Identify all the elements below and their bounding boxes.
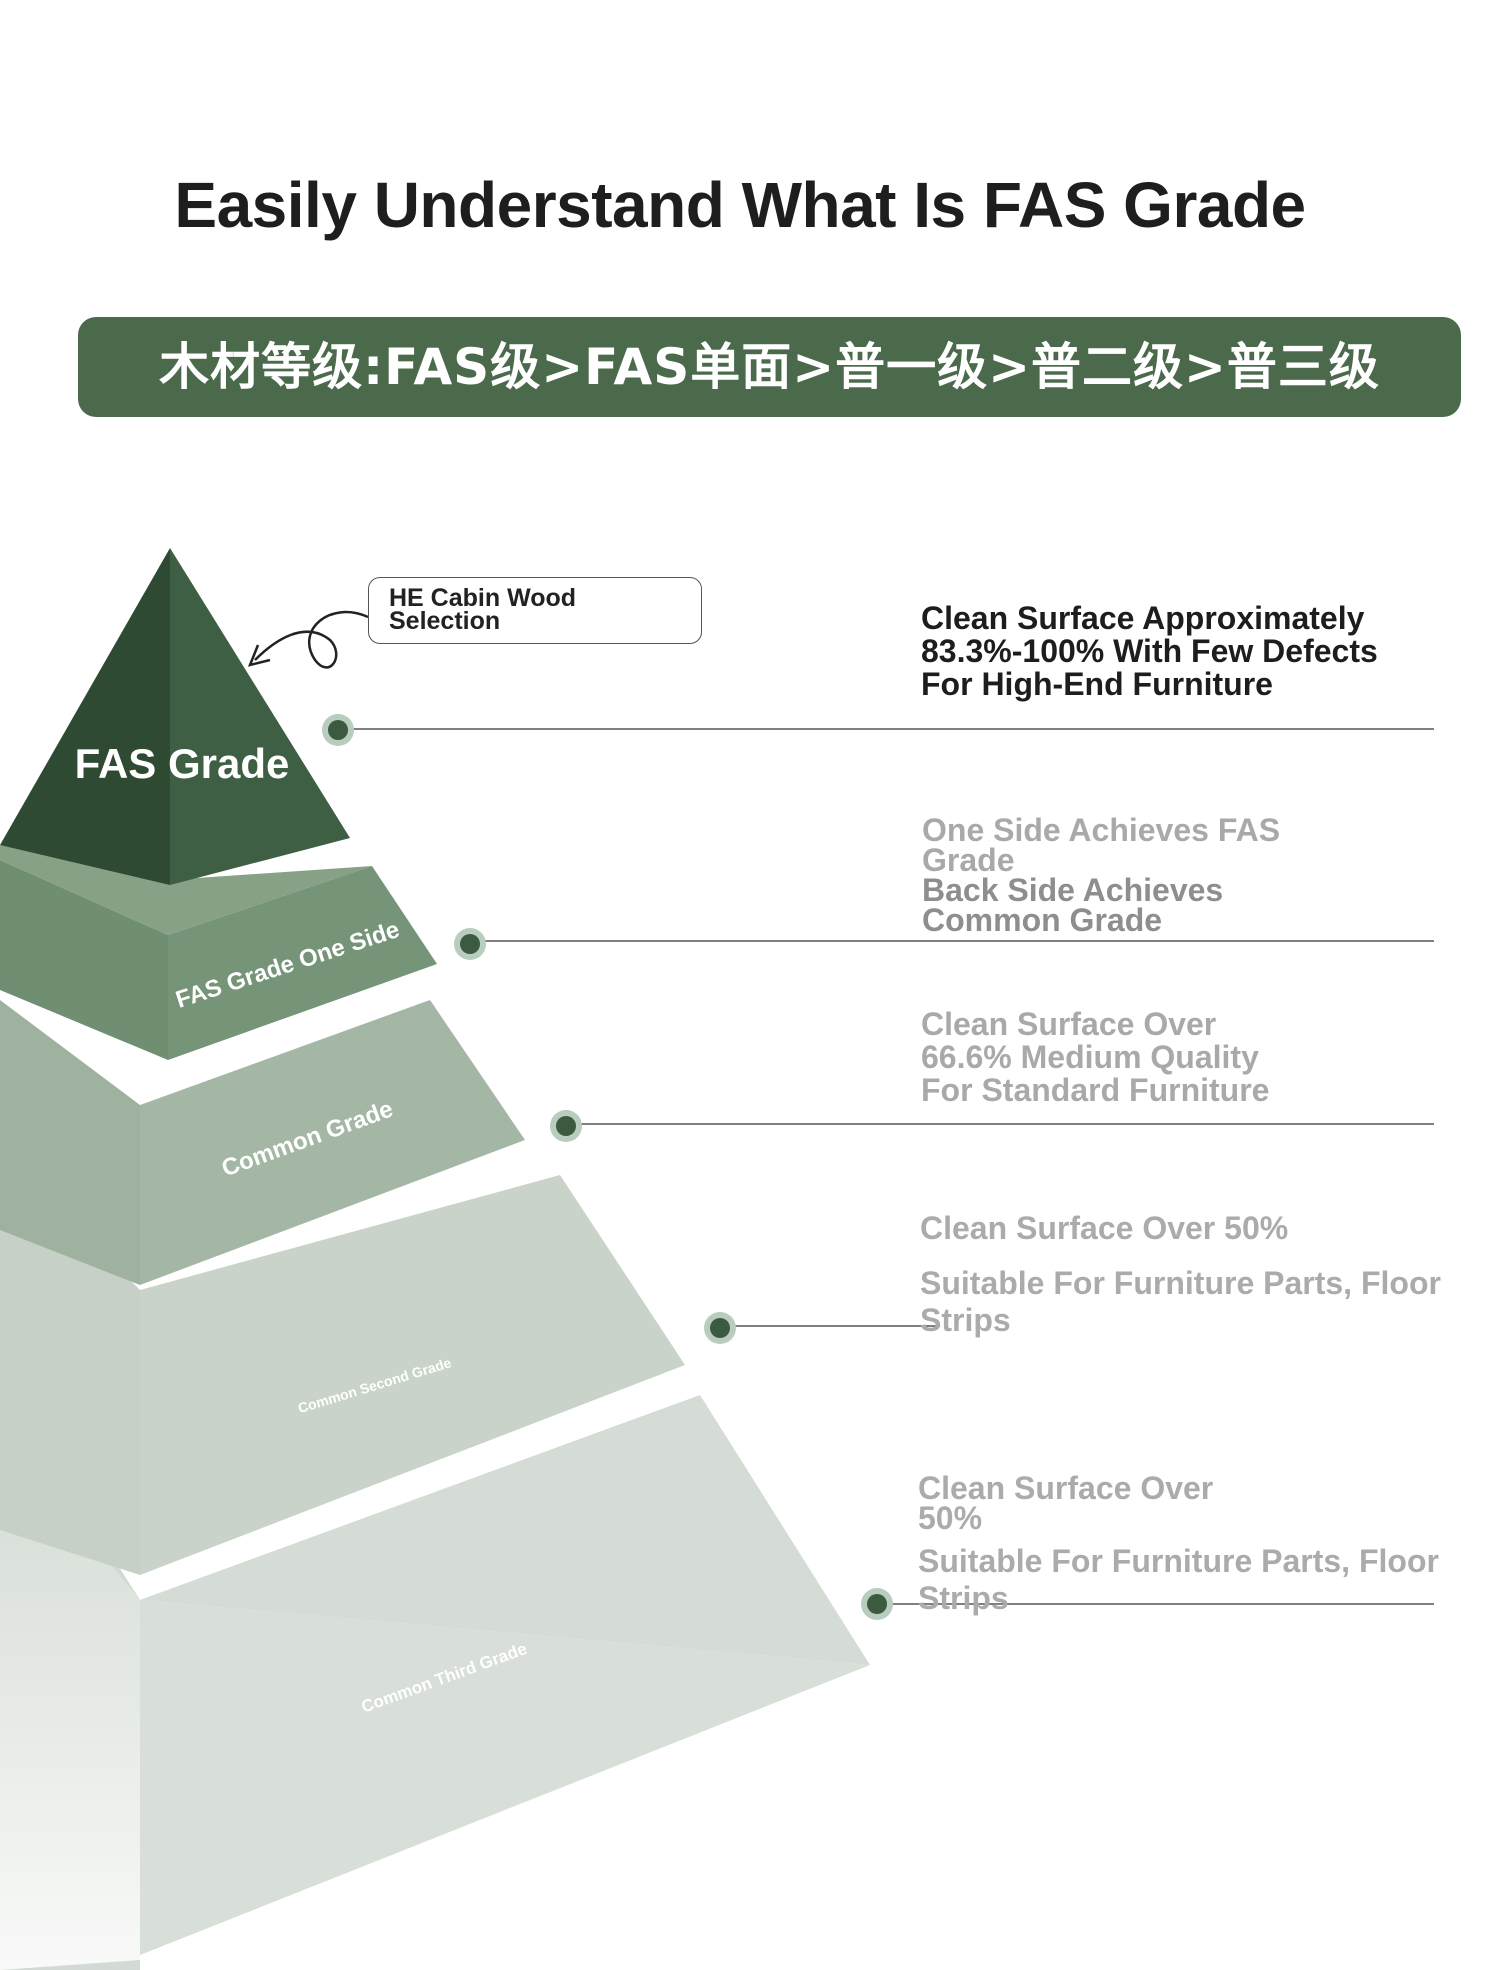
connector-dot-4 xyxy=(704,1312,736,1344)
desc-line: Grade xyxy=(922,842,1015,878)
tier-common-third-grade xyxy=(0,1380,870,1970)
connector-dot-2 xyxy=(454,928,486,960)
desc-line: Suitable For Furniture Parts, Floor Stri… xyxy=(918,1543,1439,1616)
tier-1-description: Clean Surface Approximately 83.3%-100% W… xyxy=(921,602,1378,701)
desc-line: For High-End Furniture xyxy=(921,666,1273,702)
desc-line: Common Grade xyxy=(922,902,1163,938)
desc-line: Clean Surface Over 50% xyxy=(920,1210,1289,1246)
tier-label-fas-grade: FAS Grade xyxy=(75,740,290,787)
desc-line: 50% xyxy=(918,1500,983,1536)
desc-line: 83.3%-100% With Few Defects xyxy=(921,633,1378,669)
tier-4-description: Clean Surface Over 50% Suitable For Furn… xyxy=(920,1210,1500,1339)
desc-line: For Standard Furniture xyxy=(921,1072,1270,1108)
desc-line: Clean Surface Approximately xyxy=(921,600,1365,636)
tier-2-description: One Side Achieves FAS Grade Back Side Ac… xyxy=(922,812,1281,938)
callout-line-2: Selection xyxy=(389,607,501,635)
callout-box: HE Cabin Wood Selection xyxy=(368,577,702,644)
curved-arrow-icon xyxy=(247,610,369,669)
tier-5-description: Clean Surface Over 50% Suitable For Furn… xyxy=(918,1470,1500,1617)
callout-line-1: HE Cabin Wood xyxy=(389,584,577,612)
desc-line: Suitable For Furniture Parts, Floor Stri… xyxy=(920,1265,1441,1338)
tier-fas-grade-one-side xyxy=(0,845,437,1060)
desc-line: One Side Achieves FAS xyxy=(922,812,1281,848)
tier-common-grade xyxy=(0,1000,525,1285)
page-title: Easily Understand What Is FAS Grade xyxy=(174,169,1306,241)
grade-order-banner: 木材等级:FAS级>FAS单面>普一级>普二级>普三级 xyxy=(78,317,1461,417)
connector-dot-1 xyxy=(322,714,354,746)
connector-dot-3 xyxy=(550,1110,582,1142)
tier-fas-grade xyxy=(0,548,350,885)
desc-line: Clean Surface Over xyxy=(921,1006,1217,1042)
desc-line: 66.6% Medium Quality xyxy=(921,1039,1259,1075)
connector-dot-5 xyxy=(861,1588,893,1620)
tier-3-description: Clean Surface Over 66.6% Medium Quality … xyxy=(921,1008,1269,1107)
desc-line: Clean Surface Over xyxy=(918,1470,1214,1506)
desc-line: Back Side Achieves xyxy=(922,872,1224,908)
